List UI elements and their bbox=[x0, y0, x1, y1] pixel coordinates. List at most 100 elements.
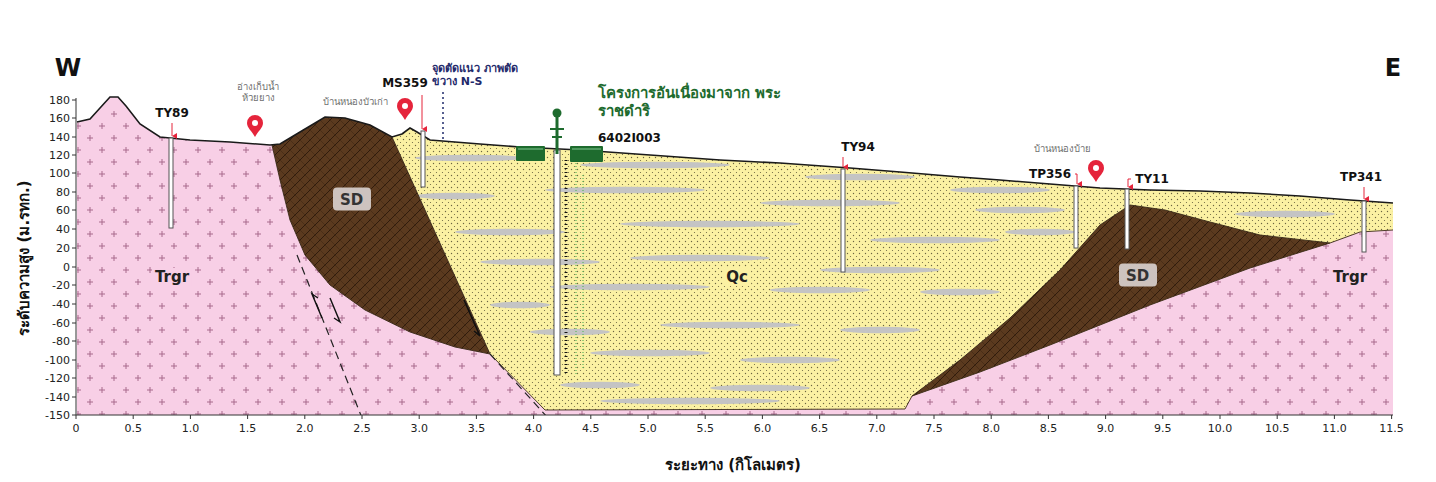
gravel-lens bbox=[740, 357, 840, 363]
leader bbox=[1128, 179, 1131, 187]
x-tick-label: 7.5 bbox=[925, 422, 943, 435]
tank-bands bbox=[518, 148, 601, 150]
gravel-lens bbox=[770, 287, 870, 293]
x-tick-label: 1.0 bbox=[182, 422, 200, 435]
x-tick-label: 10.0 bbox=[1208, 422, 1233, 435]
gravel-lens bbox=[600, 398, 780, 404]
ground-surface bbox=[77, 97, 1393, 203]
gravel-lens bbox=[545, 187, 705, 193]
gravel-lens bbox=[870, 237, 1000, 243]
axis-title: ระดับความสูง (ม.รทก.) bbox=[12, 180, 36, 335]
gravel-lens bbox=[590, 350, 710, 356]
y-tick-label: -20 bbox=[52, 279, 70, 292]
gravel-lens bbox=[415, 193, 495, 199]
well-ty11 bbox=[1125, 189, 1129, 249]
gravel-lenses bbox=[415, 155, 1335, 404]
gravel-lens bbox=[455, 229, 565, 235]
x-tick-label: 3.0 bbox=[410, 422, 428, 435]
x-tick-label: 8.0 bbox=[982, 422, 1000, 435]
section-tie-label: จุดตัดแนว ภาพตัดขวาง N-S bbox=[432, 62, 527, 88]
fault-arrow bbox=[464, 300, 480, 336]
y-tick-label: -40 bbox=[52, 298, 70, 311]
gravel-lens bbox=[920, 289, 1000, 295]
x-tick-label: 6.5 bbox=[811, 422, 829, 435]
y-tick-label: -150 bbox=[45, 409, 70, 422]
gravel-lens bbox=[1235, 211, 1335, 217]
leader bbox=[1364, 187, 1365, 199]
gravel-lens bbox=[760, 200, 900, 206]
gravel-lens bbox=[580, 162, 730, 168]
well-label: TP341 bbox=[1340, 170, 1382, 184]
x-tick-label: 4.0 bbox=[525, 422, 543, 435]
y-tick-label: 120 bbox=[49, 149, 70, 162]
y-tick-label: 60 bbox=[56, 204, 70, 217]
y-tick-label: 180 bbox=[49, 94, 70, 107]
direction-label: W bbox=[55, 54, 81, 82]
x-tick-label: 4.5 bbox=[582, 422, 600, 435]
tower-pole bbox=[556, 114, 559, 154]
sandstone-west-hatch bbox=[272, 100, 490, 354]
unit-label: Trgr bbox=[152, 268, 192, 286]
leader bbox=[172, 123, 173, 136]
pin-dot bbox=[1093, 165, 1099, 171]
sediment-region bbox=[392, 100, 1393, 410]
well-label: TY94 bbox=[841, 140, 875, 154]
well-tp341 bbox=[1362, 201, 1366, 252]
direction-label: E bbox=[1385, 54, 1401, 82]
project-code: 6402I003 bbox=[598, 131, 661, 145]
well-label: TY89 bbox=[155, 106, 189, 120]
wells bbox=[169, 131, 1366, 375]
gravel-lens bbox=[805, 174, 915, 180]
unit-code: SD bbox=[1126, 267, 1149, 285]
x-ticks bbox=[76, 415, 1392, 419]
location-pins bbox=[247, 98, 1104, 182]
unit-label: Qc bbox=[723, 268, 751, 286]
well-leaders bbox=[172, 95, 1364, 199]
geology bbox=[70, 80, 1400, 420]
fault-lines bbox=[297, 255, 548, 418]
leader bbox=[1075, 174, 1077, 184]
well-ty94 bbox=[841, 169, 845, 272]
place-name: อ่างเก็บน้ำ ห้วยยาง bbox=[227, 81, 289, 103]
gravel-lens bbox=[530, 329, 610, 335]
gravel-lens bbox=[660, 322, 800, 328]
sandstone-east-hatch bbox=[912, 205, 1330, 396]
gravel-lens bbox=[490, 302, 550, 308]
gravel-lens bbox=[415, 155, 525, 161]
y-tick-label: 140 bbox=[49, 131, 70, 144]
tower-top bbox=[553, 109, 562, 118]
well-label: MS359 bbox=[382, 76, 428, 90]
pin-dots bbox=[252, 103, 1099, 171]
y-tick-label: 40 bbox=[56, 223, 70, 236]
x-tick-label: 5.5 bbox=[696, 422, 714, 435]
unit-box: SD bbox=[1119, 264, 1157, 287]
well-log bbox=[565, 160, 568, 375]
x-tick-label: 11.0 bbox=[1322, 422, 1347, 435]
y-tick-label: 80 bbox=[56, 186, 70, 199]
sandstone-east bbox=[912, 205, 1330, 396]
x-tick-label: 3.5 bbox=[468, 422, 486, 435]
y-tick-label: -140 bbox=[45, 391, 70, 404]
gravel-lens bbox=[1005, 229, 1075, 235]
gravel-lens bbox=[560, 382, 640, 388]
unit-boundaries bbox=[272, 137, 1393, 410]
project-title: โครงการอันเนื่องมาจาก พระราชดำริ bbox=[598, 84, 783, 120]
gravel-lens bbox=[840, 327, 920, 333]
well-ty89 bbox=[169, 138, 173, 228]
gravel-lens bbox=[975, 207, 1065, 213]
granite-pattern bbox=[70, 80, 1400, 420]
well-label: TY11 bbox=[1135, 172, 1169, 186]
y-tick-label: -100 bbox=[45, 354, 70, 367]
gravel-lens bbox=[480, 259, 600, 265]
unit-label: Trgr bbox=[1330, 268, 1370, 286]
x-tick-label: 5.0 bbox=[639, 422, 657, 435]
well-label: TP356 bbox=[1029, 167, 1071, 181]
sediment-pattern bbox=[392, 100, 1393, 410]
gravel-lens bbox=[710, 385, 810, 391]
gravel-lens bbox=[630, 255, 770, 261]
x-tick-label: 9.0 bbox=[1097, 422, 1115, 435]
well-tp356 bbox=[1074, 186, 1078, 248]
x-tick-label: 1.5 bbox=[239, 422, 257, 435]
x-tick-label: 2.0 bbox=[296, 422, 314, 435]
